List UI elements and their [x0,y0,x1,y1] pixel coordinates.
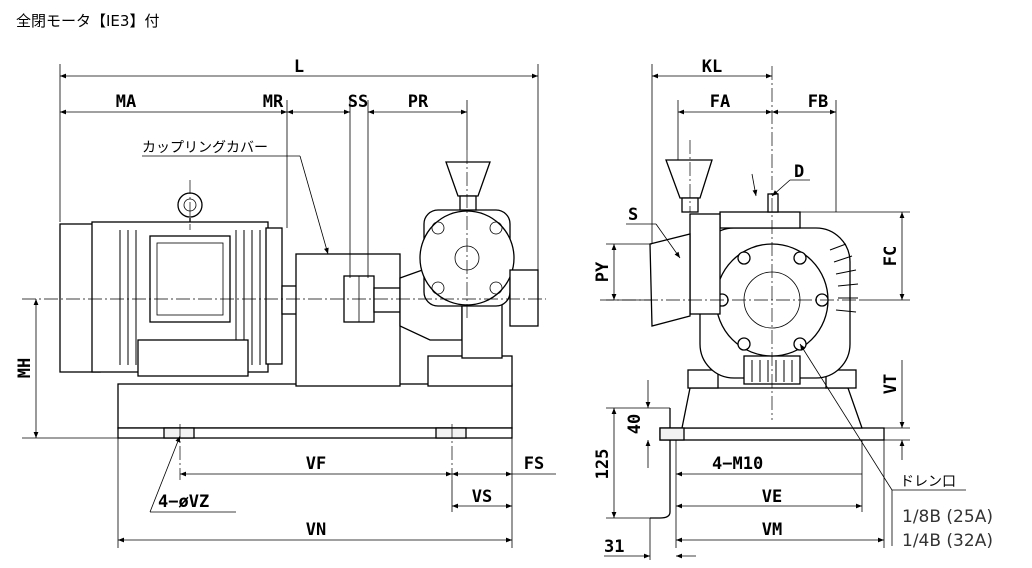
callout-D: D [794,162,804,182]
dim-VE: VE [762,487,782,507]
dim-VN: VN [306,520,326,540]
pump-pedestal [427,355,513,387]
front-terminal-box [719,211,801,229]
side-view: L MA MR SS PR カップリングカバー MH VF FS VS [15,57,556,548]
pump-discharge-nozzle [509,269,539,327]
drawing-title: 全閉モータ【IE3】付 [16,12,159,30]
dim-VT: VT [881,374,901,394]
base-plate [117,383,513,429]
dim-FS: FS [524,454,544,474]
dim-SS: SS [348,92,368,112]
priming-funnel [445,161,491,197]
dim-4-M10: 4−M10 [712,454,763,474]
motor-flange [265,227,283,365]
anchor-slot-left [163,427,195,439]
drain-size-25A: 1/8B (25A) [902,507,993,527]
dim-MR: MR [263,92,284,112]
dim-40: 40 [625,414,645,434]
front-priming-funnel [665,159,713,199]
dim-VF: VF [306,454,326,474]
base-foot-rail [117,427,513,439]
front-motor-fins [829,243,859,313]
front-base-foot [659,427,885,441]
callout-drain: ドレン口 [900,474,956,490]
front-discharge-nozzle [649,233,691,327]
dim-VM: VM [762,520,782,540]
pump-support [461,299,503,359]
dim-MA: MA [116,92,136,112]
dim-FA: FA [710,92,730,112]
front-vent-D [767,193,779,213]
dim-PR: PR [408,92,429,112]
drain-size-32A: 1/4B (32A) [902,531,993,551]
front-view: KL FA FB D S PY FC VT [593,57,993,560]
terminal-box-lid [156,242,224,316]
dim-MH: MH [15,358,35,378]
pump-shaft [373,287,401,313]
dim-FB: FB [808,92,828,112]
dim-KL: KL [702,57,722,77]
dim-31: 31 [604,537,624,557]
anchor-slot-right [435,427,467,439]
front-discharge-pipe [689,213,721,315]
dim-PY: PY [593,261,613,282]
dim-L: L [294,57,304,77]
dim-VZ: 4−øVZ [158,492,209,512]
dim-FC: FC [881,246,901,266]
callout-S: S [628,205,638,225]
dim-VS: VS [472,487,492,507]
dim-125: 125 [593,449,613,480]
motor-foot [137,339,249,377]
callout-coupling-cover: カップリングカバー [142,140,268,156]
terminal-box [149,235,231,323]
